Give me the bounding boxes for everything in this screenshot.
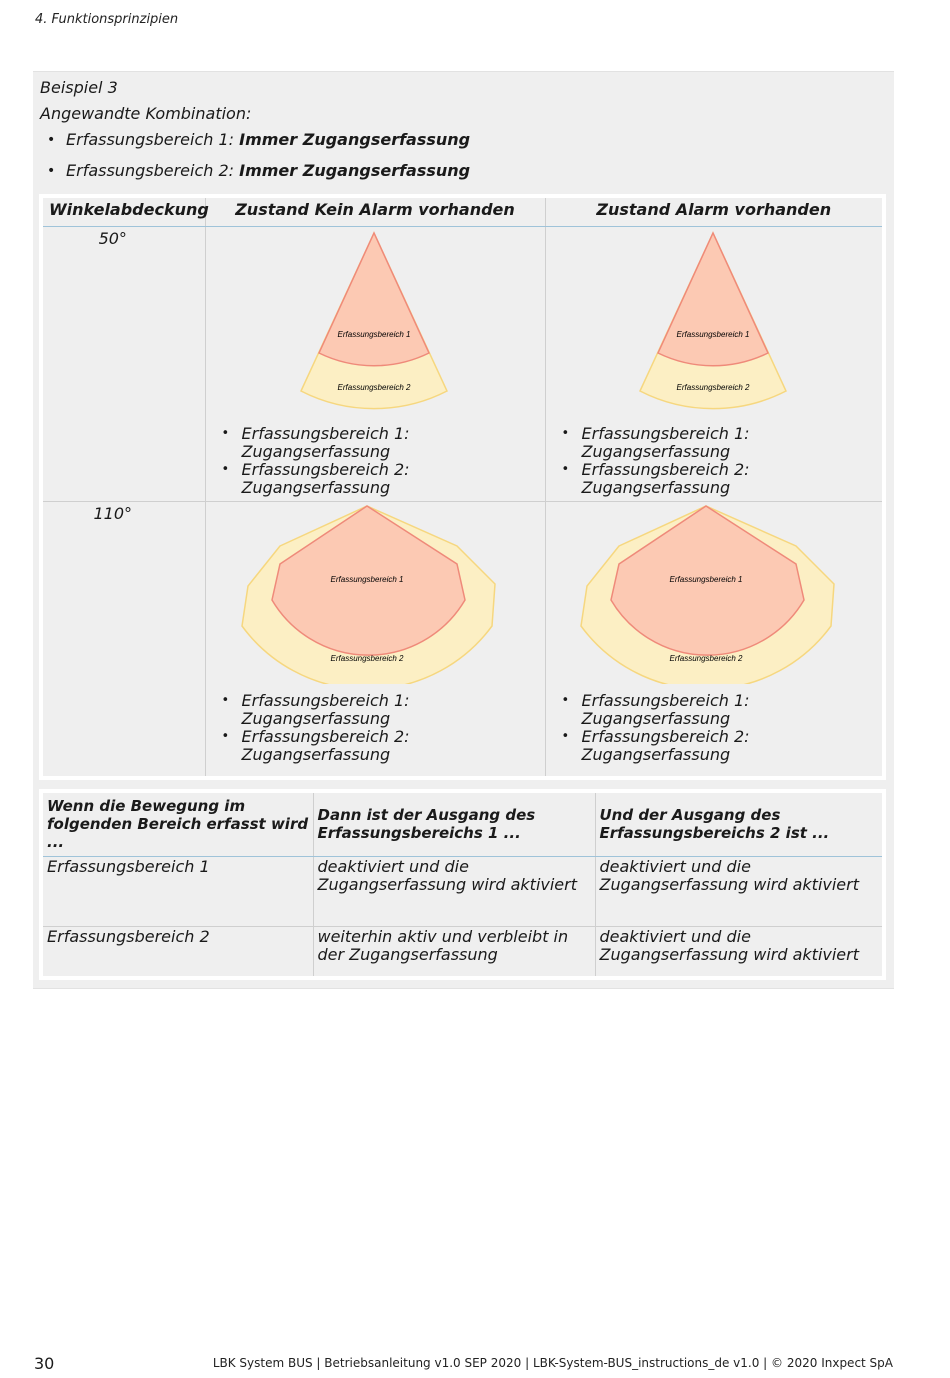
- output-zone2-cell: deaktiviert und die Zugangserfassung wir…: [594, 856, 882, 926]
- zone1-label: Erfassungsbereich 1: [338, 330, 411, 339]
- output-table-wrap: Wenn die Bewegung im folgenden Bereich e…: [39, 789, 886, 980]
- zone2-label: Erfassungsbereich 2: [676, 383, 749, 392]
- zone-status-item: Erfassungsbereich 1: Zugangserfassung: [560, 425, 877, 461]
- col-header-no-alarm: Zustand Kein Alarm vorhanden: [204, 198, 545, 227]
- chapter-header: 4. Funktionsprinzipien: [35, 12, 179, 27]
- col-header-detected-zone: Wenn die Bewegung im folgenden Bereich e…: [43, 793, 313, 857]
- alarm-cell: Erfassungsbereich 1 Erfassungsbereich 2 …: [544, 501, 882, 776]
- example-title: Beispiel 3: [40, 78, 118, 97]
- zone-status-item: Erfassungsbereich 1: Zugangserfassung: [220, 425, 539, 461]
- table-row: Erfassungsbereich 2 weiterhin aktiv und …: [43, 925, 882, 976]
- col-header-alarm: Zustand Alarm vorhanden: [544, 198, 882, 227]
- output-zone1-cell: weiterhin aktiv und verbleibt in der Zug…: [312, 925, 595, 976]
- col-header-angle: Winkelabdeckung: [43, 198, 209, 227]
- combination-item: Erfassungsbereich 2: Immer Zugangserfass…: [47, 159, 470, 190]
- no-alarm-cell: Erfassungsbereich 1 Erfassungsbereich 2 …: [204, 226, 545, 502]
- zone-status-list: Erfassungsbereich 1: Zugangserfassung Er…: [560, 425, 877, 497]
- zone-status-list: Erfassungsbereich 1: Zugangserfassung Er…: [560, 692, 877, 764]
- detection-diagram-110-no-alarm: Erfassungsbereich 1 Erfassungsbereich 2: [241, 505, 496, 684]
- angle-cell: 110°: [43, 501, 205, 776]
- coverage-table: Winkelabdeckung Zustand Kein Alarm vorha…: [43, 198, 882, 776]
- zone1-label: Erfassungsbereich 1: [669, 575, 742, 584]
- zone-status-item: Erfassungsbereich 1: Zugangserfassung: [560, 692, 877, 728]
- zone1-label: Erfassungsbereich 1: [331, 575, 404, 584]
- zone2-label: Erfassungsbereich 2: [338, 383, 411, 392]
- alarm-cell: Erfassungsbereich 1 Erfassungsbereich 2 …: [544, 226, 882, 502]
- zone-status-item: Erfassungsbereich 2: Zugangserfassung: [560, 461, 877, 497]
- coverage-table-wrap: Winkelabdeckung Zustand Kein Alarm vorha…: [39, 194, 886, 780]
- angle-cell: 50°: [43, 226, 205, 502]
- zone-status-list: Erfassungsbereich 1: Zugangserfassung Er…: [220, 692, 539, 764]
- col-header-output-zone2: Und der Ausgang des Erfassungsbereichs 2…: [594, 793, 882, 857]
- detected-zone-cell: Erfassungsbereich 1: [47, 856, 210, 876]
- example-subtitle: Angewandte Kombination:: [40, 104, 252, 123]
- output-zone1-cell: deaktiviert und die Zugangserfassung wir…: [312, 856, 595, 926]
- zone-status-item: Erfassungsbereich 2: Zugangserfassung: [220, 461, 539, 497]
- output-zone2-cell: deaktiviert und die Zugangserfassung wir…: [594, 925, 882, 976]
- table-row: Erfassungsbereich 1 deaktiviert und die …: [43, 856, 882, 926]
- footer-text: LBK System BUS | Betriebsanleitung v1.0 …: [212, 1356, 893, 1370]
- detection-diagram-50-alarm: Erfassungsbereich 1 Erfassungsbereich 2: [638, 231, 787, 410]
- detection-diagram-50-no-alarm: Erfassungsbereich 1 Erfassungsbereich 2: [300, 231, 448, 410]
- zone-status-item: Erfassungsbereich 1: Zugangserfassung: [220, 692, 539, 728]
- output-table: Wenn die Bewegung im folgenden Bereich e…: [43, 793, 882, 976]
- no-alarm-cell: Erfassungsbereich 1 Erfassungsbereich 2 …: [204, 501, 545, 776]
- detection-diagram-110-alarm: Erfassungsbereich 1 Erfassungsbereich 2: [579, 505, 835, 684]
- zone2-label: Erfassungsbereich 2: [669, 654, 742, 663]
- zone-status-item: Erfassungsbereich 2: Zugangserfassung: [560, 728, 877, 764]
- zone-status-list: Erfassungsbereich 1: Zugangserfassung Er…: [220, 425, 539, 497]
- combination-list: Erfassungsbereich 1: Immer Zugangserfass…: [47, 128, 470, 190]
- zone2-label: Erfassungsbereich 2: [331, 654, 404, 663]
- example-box: Beispiel 3 Angewandte Kombination: Erfas…: [33, 71, 894, 989]
- zone1-label: Erfassungsbereich 1: [676, 330, 749, 339]
- zone-status-item: Erfassungsbereich 2: Zugangserfassung: [220, 728, 539, 764]
- col-header-output-zone1: Dann ist der Ausgang des Erfassungsberei…: [312, 793, 595, 857]
- page-number: 30: [34, 1354, 55, 1373]
- detected-zone-cell: Erfassungsbereich 2: [43, 925, 313, 976]
- combination-item: Erfassungsbereich 1: Immer Zugangserfass…: [47, 128, 470, 159]
